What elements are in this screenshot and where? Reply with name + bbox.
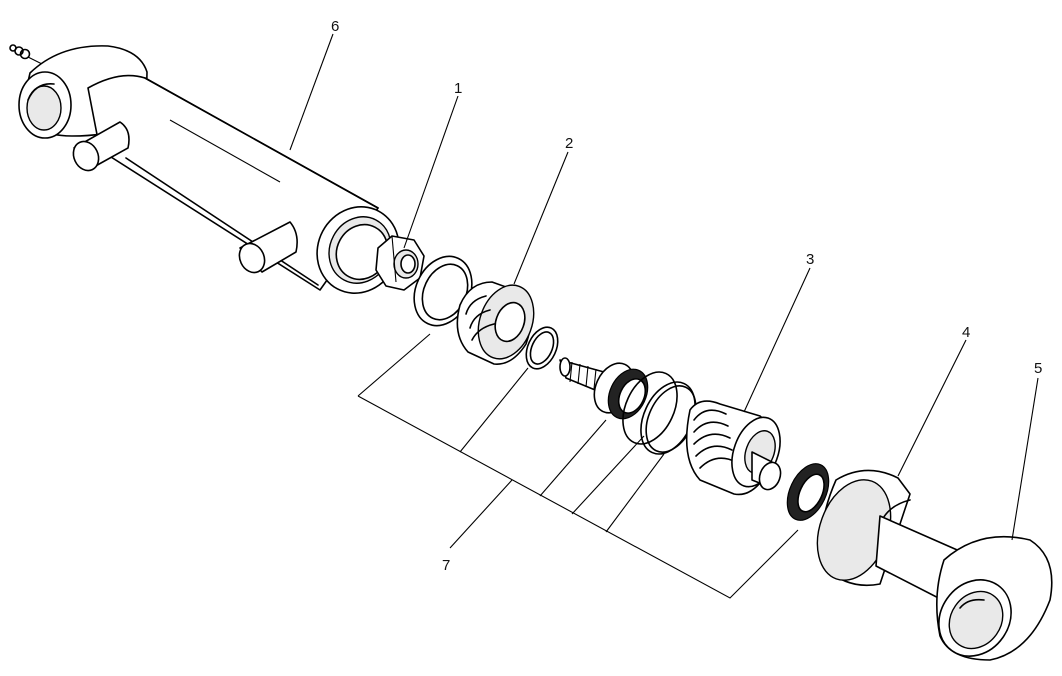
label-2: 2 [565, 135, 573, 152]
leader-5 [1011, 377, 1039, 541]
leader-3 [743, 267, 811, 413]
leader-1 [403, 95, 459, 249]
part-labels: 6 1 2 3 4 5 7 [331, 18, 1042, 574]
piston-rod-eye [875, 515, 1053, 661]
piston [456, 281, 535, 365]
label-1: 1 [454, 80, 462, 97]
leader-2 [513, 151, 569, 285]
nut [375, 235, 425, 291]
rod-with-gland [559, 357, 782, 496]
wiper-seal [786, 463, 830, 521]
leader-6 [289, 33, 334, 151]
label-3: 3 [806, 251, 814, 268]
leader-lines [289, 33, 1039, 599]
leader-7-bracket [357, 333, 799, 599]
cylinder-barrel [9, 44, 400, 294]
o-ring [525, 326, 559, 370]
label-7: 7 [442, 557, 450, 574]
label-4: 4 [962, 324, 970, 341]
label-6: 6 [331, 18, 339, 35]
grease-fitting [9, 44, 43, 65]
leader-4 [897, 339, 967, 477]
label-5: 5 [1034, 360, 1042, 377]
